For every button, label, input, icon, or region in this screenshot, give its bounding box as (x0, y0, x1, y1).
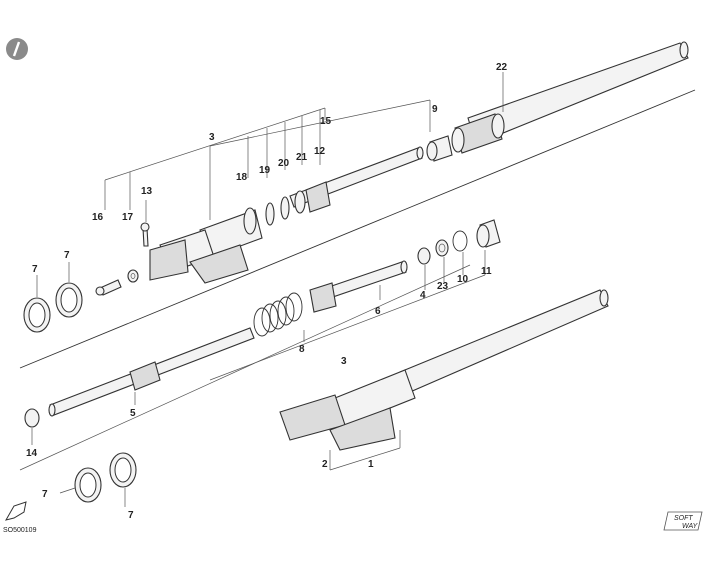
callout-16: 16 (92, 212, 104, 223)
part-6-damper-rod (309, 260, 408, 313)
callout-14: 14 (26, 448, 38, 459)
callout-3-middle: 3 (341, 356, 347, 367)
part-13-bolt (140, 222, 150, 247)
part-23-seal (435, 239, 449, 257)
callout-7-a: 7 (32, 264, 38, 275)
part-16-screw (95, 279, 122, 296)
part-11-cap-nut (476, 219, 501, 248)
info-badge-icon (6, 38, 28, 60)
callout-11: 11 (481, 266, 492, 277)
logo-text-top: SOFT (674, 515, 693, 522)
separator-line-upper (19, 89, 696, 369)
front-direction-arrow-icon (4, 501, 27, 521)
callout-8: 8 (299, 344, 305, 355)
callout-23: 23 (437, 281, 449, 292)
callout-3-top: 3 (209, 132, 215, 143)
separator-line-lower (19, 264, 471, 471)
callout-18: 18 (236, 172, 248, 183)
part-17-washer (127, 269, 139, 283)
callout-7-c: 7 (42, 489, 48, 500)
callout-7-d: 7 (128, 510, 134, 521)
part-5-inner-rod (48, 327, 255, 417)
diagram-code: SO500109 (3, 527, 37, 534)
callout-7-b: 7 (64, 250, 70, 261)
callout-17: 17 (122, 212, 134, 223)
callout-13: 13 (141, 186, 153, 197)
callout-19: 19 (259, 165, 271, 176)
softway-logo: SOFT WAY (663, 511, 703, 531)
callout-12: 12 (314, 146, 326, 157)
callout-20: 20 (278, 158, 290, 169)
part-7-clamp-a (23, 297, 51, 333)
callout-5: 5 (130, 408, 136, 419)
part-4-ring (417, 247, 431, 265)
callout-10: 10 (457, 274, 469, 285)
callout-21: 21 (296, 152, 308, 163)
part-9-bushing (426, 135, 453, 162)
part-7-clamp-d (109, 452, 137, 488)
part-15-fork-tube-upper (149, 146, 424, 284)
part-14-nut (24, 408, 40, 428)
callout-15: 15 (320, 116, 332, 127)
callout-1: 1 (368, 459, 374, 470)
part-7-clamp-c (74, 467, 102, 503)
callout-6: 6 (375, 306, 381, 317)
part-22-outer-tube (451, 41, 689, 154)
callout-2: 2 (322, 459, 328, 470)
part-10-o-ring (452, 230, 468, 252)
callout-4: 4 (420, 290, 426, 301)
callout-9: 9 (432, 104, 438, 115)
logo-text-bottom: WAY (682, 523, 699, 530)
part-1-lower-fork-tube (279, 289, 609, 451)
callout-22: 22 (496, 62, 508, 73)
part-7-clamp-b (55, 282, 83, 318)
part-8-spring (253, 292, 303, 337)
leader-lines (31, 72, 504, 507)
